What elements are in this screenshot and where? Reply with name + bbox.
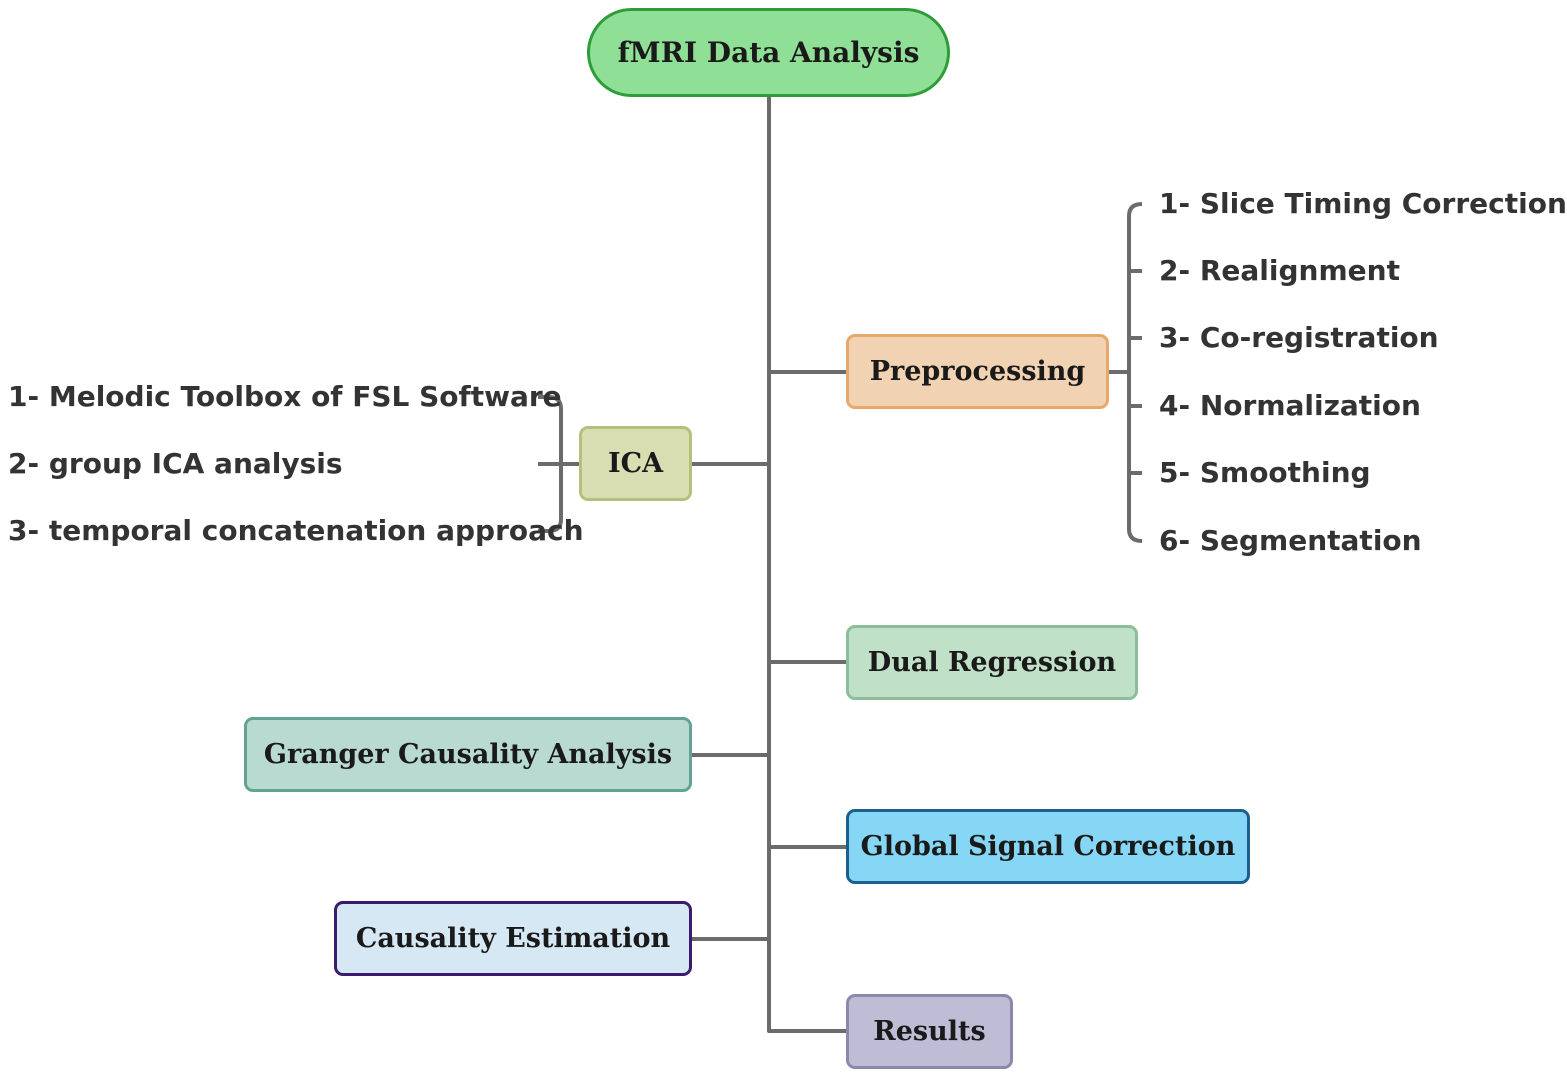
- preprocessing-step-3: 3- Co-registration: [1159, 321, 1439, 354]
- preprocessing-step-5: 5- Smoothing: [1159, 456, 1371, 489]
- preprocessing-step-1: 1- Slice Timing Correction: [1159, 187, 1567, 220]
- fmri-data-analysis-label: fMRI Data Analysis: [617, 36, 920, 69]
- main-trunk-line: [767, 97, 846, 1033]
- ica-item-2: 2- group ICA analysis: [8, 447, 343, 480]
- fmri-data-analysis-node: fMRI Data Analysis: [587, 8, 950, 97]
- flowchart-canvas: fMRI Data Analysis Preprocessing 1- Slic…: [8, 8, 1567, 1069]
- global-signal-correction-node: Global Signal Correction: [846, 809, 1250, 884]
- ica-node: ICA: [579, 426, 692, 501]
- preprocessing-step-4: 4- Normalization: [1159, 389, 1421, 422]
- results-label: Results: [873, 1016, 986, 1047]
- preprocessing-step-6: 6- Segmentation: [1159, 524, 1422, 557]
- connector-lines: [538, 97, 1143, 1033]
- preprocessing-step-2: 2- Realignment: [1159, 254, 1400, 287]
- preprocessing-label: Preprocessing: [869, 356, 1086, 387]
- global-signal-correction-label: Global Signal Correction: [860, 831, 1236, 862]
- causality-estimation-label: Causality Estimation: [355, 923, 671, 954]
- causality-estimation-node: Causality Estimation: [334, 901, 692, 976]
- dual-regression-node: Dual Regression: [846, 625, 1138, 700]
- granger-causality-label: Granger Causality Analysis: [263, 739, 673, 770]
- granger-causality-node: Granger Causality Analysis: [244, 717, 692, 792]
- ica-item-3: 3- temporal concatenation approach: [8, 514, 584, 547]
- ica-item-1: 1- Melodic Toolbox of FSL Software: [8, 380, 562, 413]
- preprocessing-node: Preprocessing: [846, 334, 1109, 409]
- dual-regression-label: Dual Regression: [867, 647, 1117, 678]
- ica-label: ICA: [607, 448, 664, 479]
- results-node: Results: [846, 994, 1013, 1069]
- preprocessing-bracket: [1127, 202, 1143, 543]
